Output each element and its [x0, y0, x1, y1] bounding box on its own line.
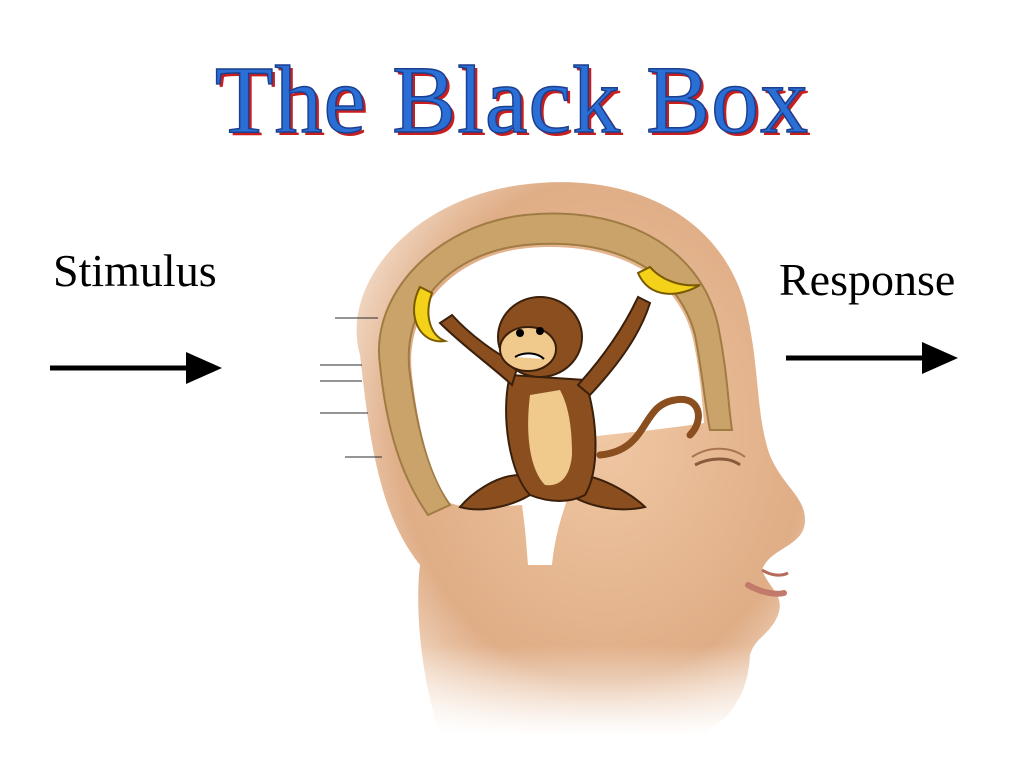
response-arrow-icon [786, 342, 958, 374]
page-title: The Black Box [214, 46, 810, 153]
response-label: Response [779, 254, 956, 305]
skull-band [378, 212, 734, 517]
stimulus-arrow-icon [50, 352, 222, 384]
head-illustration [320, 182, 820, 735]
banana-left-icon [413, 285, 449, 343]
monkey-illustration [413, 265, 702, 511]
banana-right-icon [636, 265, 701, 295]
stimulus-label: Stimulus [53, 245, 217, 296]
